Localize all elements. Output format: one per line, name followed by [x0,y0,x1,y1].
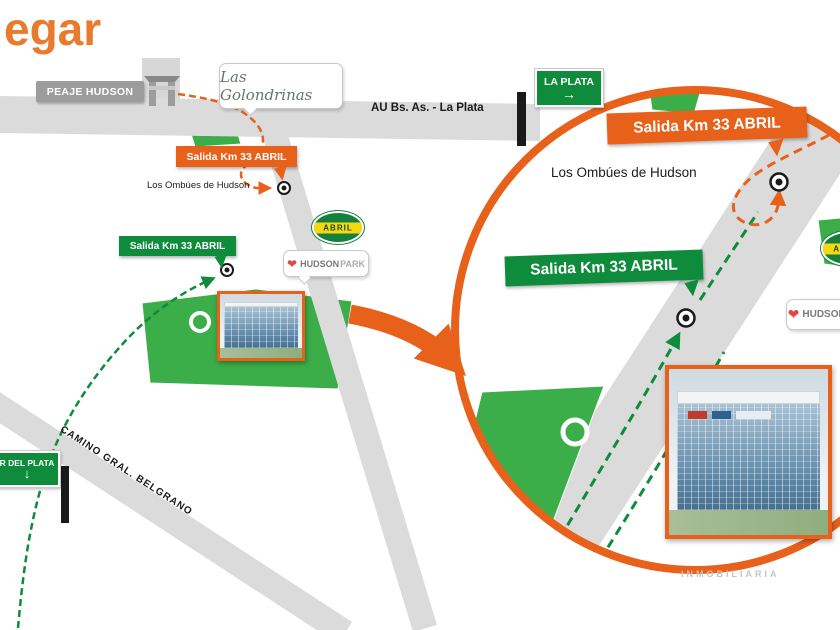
peaje-hudson-sign: PEAJE HUDSON [36,81,144,102]
cross-road [258,115,437,630]
zoom-photo-banner-red [688,410,708,419]
zoom-ombues-label: Los Ombúes de Hudson [551,165,697,180]
photo-roofline [224,302,298,308]
toll-booth-icon [144,76,180,106]
salida-km33-green-sign: Salida Km 33 ABRIL [119,236,236,256]
roads-main [0,96,540,630]
las-golondrinas-label: Las Golondrinas [220,68,313,104]
zoom-white-ring-marker [560,417,590,447]
la-plata-sign-label: LA PLATA [544,75,594,88]
photo-ground [220,348,302,358]
hudson-park-label-2: PARK [340,258,365,269]
zoom-abril-logo-label: ABRIL [823,243,840,254]
zoom-photo-roofline [676,390,821,404]
zoom-photo-ground [669,510,828,535]
white-ring-marker [189,311,211,333]
hudson-park-label-1: HUDSON [300,258,340,269]
zoom-photo-banner-blue [711,410,731,419]
exit-bullseye-green [220,263,234,277]
mar-del-plata-signpost [61,466,69,523]
zoom-heart-icon: ❤ [787,306,800,323]
la-plata-signpost [517,92,526,146]
zoom-orange-route-dashed [731,126,840,227]
la-plata-sign: LA PLATA → [535,69,603,107]
abril-logo: ABRIL [312,211,364,244]
zoom-hudson-park-logo: ❤ HUDSON PARK [786,299,840,330]
zoom-road [505,90,840,570]
mar-del-plata-sign-label: R DEL PLATA [0,458,55,469]
exit-bullseye-orange [277,181,291,195]
las-golondrinas-logo: Las Golondrinas [219,63,343,109]
zoom-pointer-arrow [348,304,466,376]
zoom-exit-bullseye-green [676,308,696,328]
arrow-down-icon: ↓ [23,466,31,482]
building-photo-large [665,365,832,539]
building-photo-small [217,291,305,361]
mar-del-plata-sign: R DEL PLATA ↓ [0,451,60,487]
zoom-photo-glass-facade [676,403,821,511]
photo-glass-facade [224,307,298,349]
belgrano-road [0,392,352,630]
abril-logo-label: ABRIL [314,222,362,233]
ombues-label: Los Ombúes de Hudson [147,180,250,191]
highway-label: AU Bs. As. - La Plata [371,102,484,114]
zoom-photo-banner-white [735,410,771,419]
zoom-exit-bullseye-orange [769,172,789,192]
green-route-dashed [16,276,216,629]
page-title-fragment: egar [4,3,102,55]
hudson-park-logo: ❤ HUDSON PARK [283,250,369,277]
heart-icon: ❤ [287,256,298,271]
zoom-hudson-park-label-1: HUDSON [802,309,840,320]
salida-km33-orange-sign: Salida Km 33 ABRIL [176,146,297,167]
watermark-label: INMOBILIARIA [681,569,780,579]
arrow-right-icon: → [562,85,576,102]
